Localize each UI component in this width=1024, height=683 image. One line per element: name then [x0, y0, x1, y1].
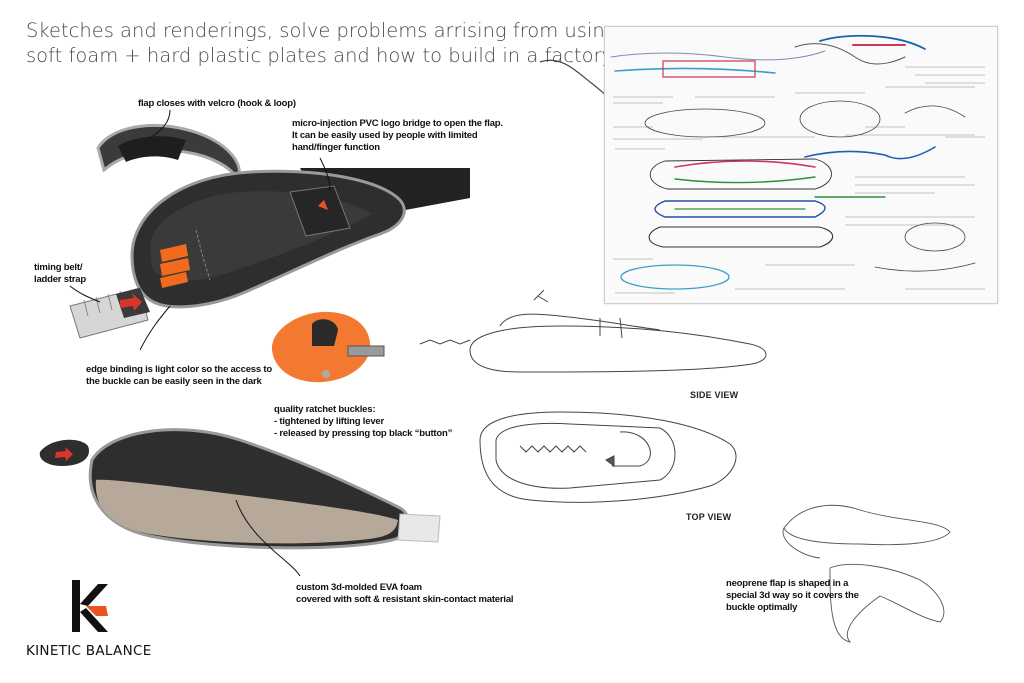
top-view-label: TOP VIEW — [686, 512, 732, 522]
sketch-sheet-drawing — [610, 34, 985, 294]
ratchet-buckle-render — [271, 311, 385, 383]
note-timing-belt: timing belt/ ladder strap — [34, 262, 86, 286]
note-line: timing belt/ — [34, 262, 83, 273]
note-line: special 3d way so it covers the — [726, 590, 859, 601]
note-ratchet-buckles: quality ratchet buckles: - tightened by … — [274, 404, 452, 440]
note-line: It can be easily used by people with lim… — [292, 130, 478, 141]
brace-side-render — [88, 428, 441, 550]
note-line: quality ratchet buckles: — [274, 404, 376, 415]
side-view-label: SIDE VIEW — [690, 390, 739, 400]
velcro-flap — [96, 124, 241, 184]
neoprene-flap-sketch — [782, 504, 951, 643]
note-line: edge binding is light color so the acces… — [86, 364, 272, 375]
note-logo-bridge: micro-injection PVC logo bridge to open … — [292, 118, 503, 154]
note-line: micro-injection PVC logo bridge to open … — [292, 118, 503, 129]
title-line-1: Sketches and renderings, solve problems … — [26, 19, 617, 42]
note-line: custom 3d-molded EVA foam — [296, 582, 422, 593]
note-line: flap closes with velcro (hook & loop) — [138, 98, 296, 109]
page-title: Sketches and renderings, solve problems … — [26, 18, 617, 68]
strap-end-cap — [39, 439, 89, 466]
note-line: buckle optimally — [726, 602, 798, 613]
note-velcro-flap: flap closes with velcro (hook & loop) — [138, 98, 296, 110]
note-line: - tightened by lifting lever — [274, 416, 384, 427]
note-eva-foam: custom 3d-molded EVA foam covered with s… — [296, 582, 514, 606]
note-neoprene-flap: neoprene flap is shaped in a special 3d … — [726, 578, 859, 614]
note-line: covered with soft & resistant skin-conta… — [296, 594, 514, 605]
strap — [300, 168, 470, 224]
leader-lines — [69, 109, 331, 577]
note-line: hand/finger function — [292, 142, 380, 153]
note-line: neoprene flap is shaped in a — [726, 578, 849, 589]
ideation-sketch-sheet — [604, 26, 998, 304]
kinetic-balance-logo-icon — [72, 580, 108, 632]
top-view-sketch — [479, 411, 737, 503]
note-line: - released by pressing top black “button… — [274, 428, 453, 439]
ladder-strap — [69, 287, 150, 339]
note-line: ladder strap — [34, 274, 86, 285]
brand-name: KINETIC BALANCE — [26, 643, 152, 659]
brace-top-render — [130, 169, 406, 309]
note-line: the buckle can be easily seen in the dar… — [86, 376, 262, 387]
note-edge-binding: edge binding is light color so the acces… — [86, 364, 272, 388]
title-line-2: soft foam + hard plastic plates and how … — [26, 44, 614, 67]
